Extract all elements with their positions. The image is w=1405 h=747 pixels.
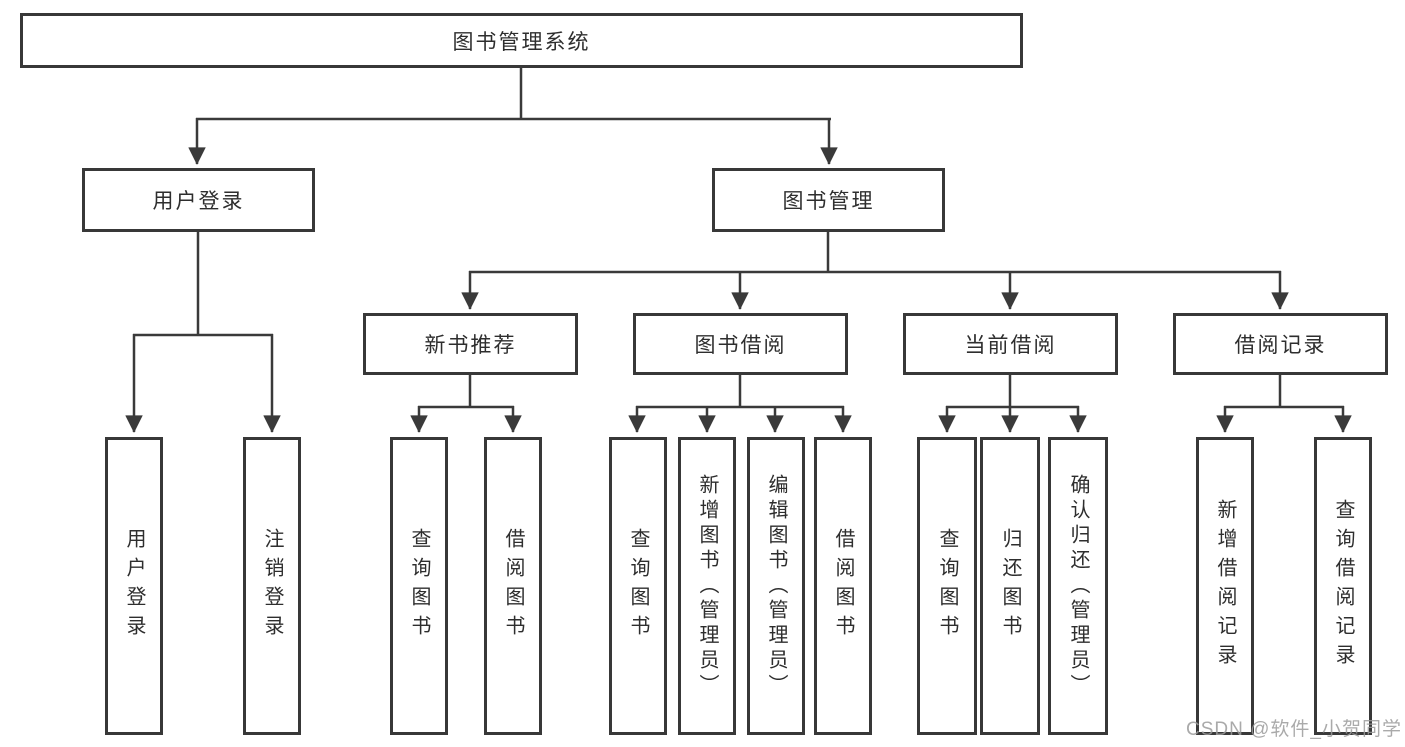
node-logout: 注销登录 xyxy=(243,437,301,735)
node-user-login: 用户登录 xyxy=(82,168,315,232)
node-new-book-recommendation: 新书推荐 xyxy=(363,313,578,375)
node-label: 查询图书 xyxy=(408,528,430,644)
node-label: 借阅图书 xyxy=(832,528,854,644)
node-borrow-books-recommend: 借阅图书 xyxy=(484,437,542,735)
node-label: 查询图书 xyxy=(627,528,649,644)
node-label: 查询借阅记录 xyxy=(1332,499,1354,673)
node-query-books-borrow: 查询图书 xyxy=(609,437,667,735)
node-label: 编辑图书（管理员） xyxy=(765,473,787,699)
node-query-books-current: 查询图书 xyxy=(917,437,977,735)
node-root: 图书管理系统 xyxy=(20,13,1023,68)
node-label: 用户登录 xyxy=(123,528,145,644)
node-label: 归还图书 xyxy=(999,528,1021,644)
node-add-borrow-record: 新增借阅记录 xyxy=(1196,437,1254,735)
node-edit-book-admin: 编辑图书（管理员） xyxy=(747,437,805,735)
node-add-book-admin: 新增图书（管理员） xyxy=(678,437,736,735)
node-book-borrowing: 图书借阅 xyxy=(633,313,848,375)
node-borrow-books-leaf: 借阅图书 xyxy=(814,437,872,735)
node-label: 新增借阅记录 xyxy=(1214,499,1236,673)
node-current-borrowing: 当前借阅 xyxy=(903,313,1118,375)
node-book-management: 图书管理 xyxy=(712,168,945,232)
node-query-borrow-record: 查询借阅记录 xyxy=(1314,437,1372,735)
node-label: 注销登录 xyxy=(261,528,283,644)
node-confirm-return-admin: 确认归还（管理员） xyxy=(1048,437,1108,735)
node-label: 新增图书（管理员） xyxy=(696,473,718,699)
node-query-books-recommend: 查询图书 xyxy=(390,437,448,735)
node-label: 查询图书 xyxy=(936,528,958,644)
node-label: 借阅图书 xyxy=(502,528,524,644)
watermark: CSDN @软件_小贺同学 xyxy=(1186,719,1402,740)
node-borrowing-records: 借阅记录 xyxy=(1173,313,1388,375)
node-label: 确认归还（管理员） xyxy=(1067,473,1089,699)
node-user-login-leaf: 用户登录 xyxy=(105,437,163,735)
node-return-books: 归还图书 xyxy=(980,437,1040,735)
